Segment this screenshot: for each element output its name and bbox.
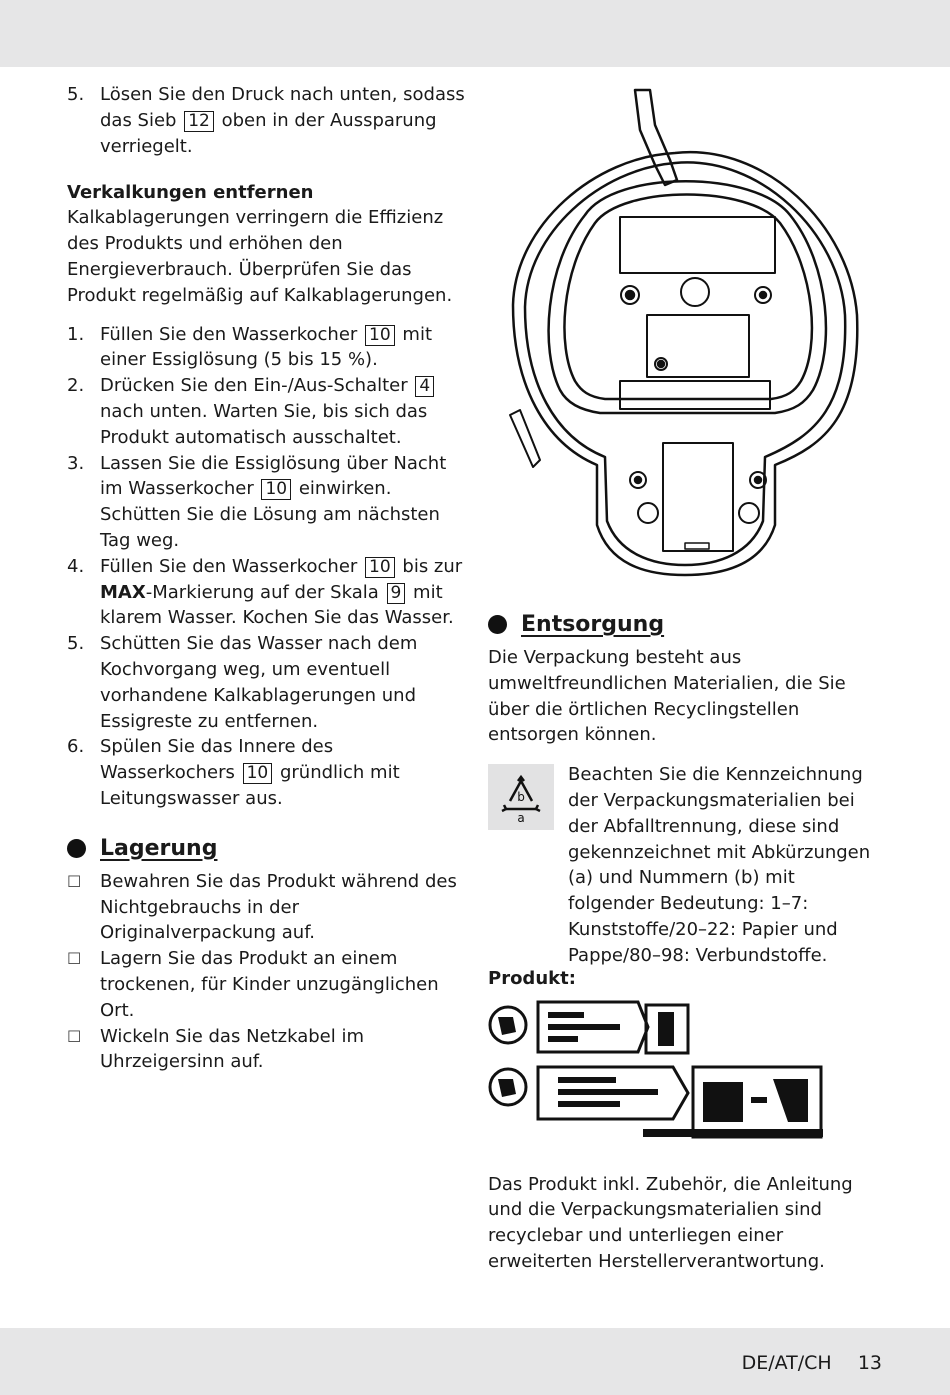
storage-title: Lagerung xyxy=(100,835,218,861)
bullet-dot-icon xyxy=(67,838,86,858)
step-number: 5. xyxy=(67,84,85,105)
descale-steps: 1. Füllen Sie den Wasserkocher 10 mit ei… xyxy=(67,322,467,812)
list-item: ☐ Wickeln Sie das Netzkabel im Uhrzeiger… xyxy=(67,1024,467,1076)
left-column: 5. Lösen Sie den Druck nach unten, sodas… xyxy=(67,82,467,1075)
step-lock-sieve: 5. Lösen Sie den Druck nach unten, sodas… xyxy=(67,82,467,159)
disposal-intro: Die Verpackung besteht aus umweltfreundl… xyxy=(488,647,846,746)
part-number-box: 10 xyxy=(365,556,395,578)
checkbox-bullet-icon: ☐ xyxy=(67,1026,82,1046)
step-1: 1. Füllen Sie den Wasserkocher 10 mit ei… xyxy=(67,323,433,371)
max-label: MAX xyxy=(100,581,146,603)
footer-bar: DE/AT/CH 13 xyxy=(0,1328,950,1395)
checkbox-bullet-icon: ☐ xyxy=(67,949,82,969)
disposal-section-heading: Entsorgung xyxy=(488,612,883,637)
step-2: 2. Drücken Sie den Ein-/Aus-Schalter 4 n… xyxy=(67,373,467,450)
part-number-box: 10 xyxy=(242,763,273,785)
recycle-b-letter: b xyxy=(517,790,525,804)
disposal-title: Entsorgung xyxy=(521,612,665,637)
recycle-a-letter: a xyxy=(517,811,524,823)
step-3: 3. Lassen Sie die Essiglösung über Nacht… xyxy=(67,452,447,551)
product-recycling-text: Das Produkt inkl. Zubehör, die Anleitung… xyxy=(488,1173,853,1272)
list-item: ☐ Bewahren Sie das Produkt während des N… xyxy=(67,869,467,946)
region-label: DE/AT/CH xyxy=(741,1352,832,1374)
page-footer: DE/AT/CH 13 xyxy=(742,1352,882,1374)
storage-list: ☐ Bewahren Sie das Produkt während des N… xyxy=(67,869,467,1075)
step-6: 6. Spülen Sie das Innere des Wasserkoche… xyxy=(67,736,400,809)
recycling-text: Beachten Sie die Kennzeichnung der Verpa… xyxy=(568,764,871,966)
storage-section-heading: Lagerung xyxy=(67,836,467,861)
step-text: Lösen Sie den Druck nach unten, sodass d… xyxy=(100,84,465,157)
descale-intro: Kalkablagerungen verringern die Effizien… xyxy=(67,207,453,306)
part-number-box: 10 xyxy=(261,479,292,501)
part-number-box: 12 xyxy=(184,110,214,132)
product-label: Produkt: xyxy=(488,967,576,989)
recycling-symbol-icon: b a xyxy=(488,764,554,831)
part-number-box: 4 xyxy=(415,376,435,398)
list-item: ☐ Lagern Sie das Produkt an einem trocke… xyxy=(67,946,467,1023)
kettle-base-illustration xyxy=(509,88,859,577)
step-4: 4. Füllen Sie den Wasserkocher 10 bis zu… xyxy=(67,555,463,629)
right-column: Entsorgung Die Verpackung besteht aus um… xyxy=(488,612,883,1275)
checkbox-bullet-icon: ☐ xyxy=(67,871,82,891)
bullet-dot-icon xyxy=(488,615,507,634)
page-number: 13 xyxy=(857,1352,882,1374)
recycling-note: b a Beachten Sie die Kennzeichnung der V… xyxy=(488,762,883,968)
part-number-box: 9 xyxy=(386,582,406,604)
descale-heading: Verkalkungen entfernen xyxy=(67,182,314,204)
part-number-box: 10 xyxy=(365,324,395,346)
recycling-labels-graphic xyxy=(488,1000,823,1139)
step-5: 5. Schütten Sie das Wasser nach dem Koch… xyxy=(67,633,418,732)
header-bar xyxy=(0,0,950,67)
